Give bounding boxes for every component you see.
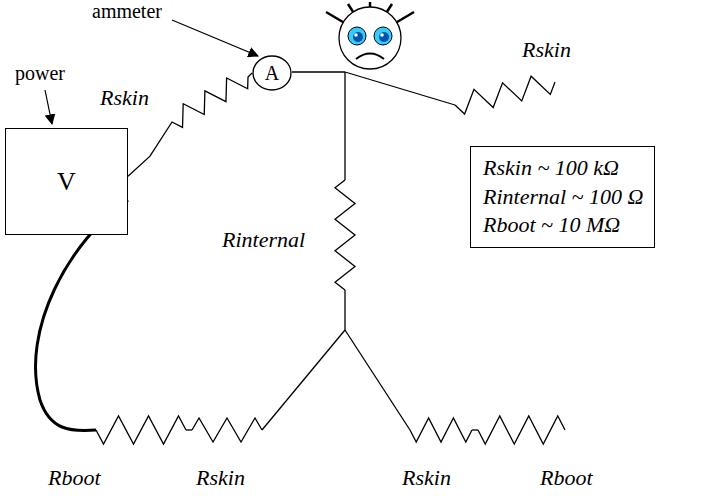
node-text: Rskin ~ 100 kΩ — [483, 154, 619, 183]
pupil — [353, 32, 363, 42]
leg-wire — [262, 330, 345, 430]
resistor-label: Rskin — [100, 86, 149, 110]
hair-spike — [369, 2, 372, 7]
leg-wire — [345, 330, 410, 430]
resistor-symbol — [192, 418, 262, 442]
ammeter-symbol: A — [252, 55, 292, 91]
body-wire — [344, 72, 345, 180]
pupil — [379, 32, 389, 42]
leg-wire — [472, 429, 478, 430]
eye — [348, 27, 366, 45]
node-text: V — [57, 169, 76, 195]
hair-spike — [348, 4, 353, 12]
node-text: Rboot ~ 10 MΩ — [483, 211, 620, 240]
callout-label: power — [15, 62, 65, 84]
body-wire — [344, 290, 345, 330]
resistor-label: Rboot — [540, 466, 593, 490]
frown — [356, 54, 384, 60]
resistor-label: Rskin — [522, 38, 571, 62]
node-text: Rinternal ~ 100 Ω — [483, 183, 643, 212]
hair-spike — [397, 12, 414, 22]
resistor-symbol — [455, 76, 555, 114]
power-supply-box: V — [5, 128, 128, 235]
resistor-label: Rboot — [48, 466, 101, 490]
head — [339, 7, 401, 69]
arm-wire — [345, 72, 455, 105]
hair-spike — [387, 4, 392, 12]
leader-arrow — [172, 20, 258, 56]
leader-arrow — [45, 90, 52, 124]
eye — [374, 27, 392, 45]
resistor-symbol — [410, 418, 472, 442]
hair-spike — [326, 12, 343, 22]
leg-wire — [186, 429, 192, 430]
resistor-label: Rskin — [402, 466, 451, 490]
arm-wire — [292, 71, 345, 72]
eye-glint — [380, 33, 384, 37]
eye-glint — [354, 33, 358, 37]
resistor-symbol — [478, 416, 565, 444]
resistor-label: Rinternal — [222, 228, 305, 252]
values-box: Rskin ~ 100 kΩRinternal ~ 100 ΩRboot ~ 1… — [470, 146, 655, 248]
resistor-symbol — [335, 180, 355, 290]
resistor-label: Rskin — [196, 466, 245, 490]
callout-label: ammeter — [92, 0, 162, 22]
resistor-symbol — [96, 416, 186, 444]
node-text: A — [265, 63, 279, 83]
